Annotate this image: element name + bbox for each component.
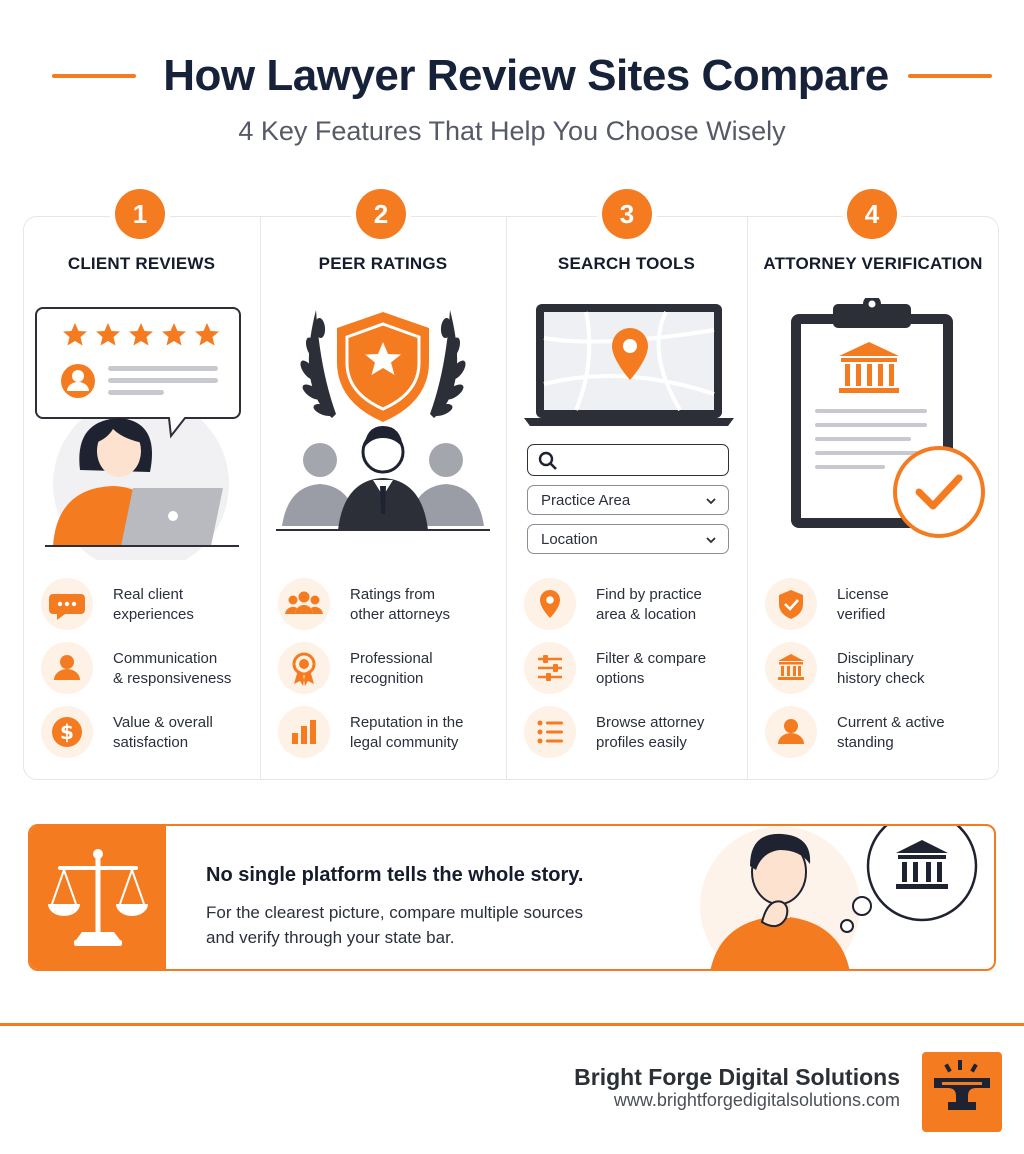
- column-title: CLIENT REVIEWS: [67, 254, 216, 273]
- column-attorney-verification: 4 ATTORNEY VERIFICATION: [747, 189, 999, 780]
- column-peer-ratings: 2 PEER RATINGS: [260, 189, 506, 780]
- sliders-icon: [524, 642, 576, 694]
- column-title: PEER RATINGS: [318, 254, 448, 273]
- map-pin-icon: [524, 578, 576, 630]
- banner-headline: No single platform tells the whole story…: [206, 864, 584, 886]
- search-input[interactable]: [527, 444, 729, 476]
- brand-name: Bright Forge Digital Solutions: [574, 1064, 900, 1090]
- group-icon: [278, 578, 330, 630]
- step-badge: 3: [602, 189, 652, 239]
- step-badge: 2: [356, 189, 406, 239]
- header: How Lawyer Review Sites Compare: [0, 48, 1024, 104]
- column-divider: [260, 216, 261, 780]
- svg-text:$: $: [60, 720, 74, 744]
- courthouse-icon: [765, 642, 817, 694]
- callout-banner: No single platform tells the whole story…: [28, 824, 996, 971]
- laptop-map-icon: [524, 304, 734, 426]
- select-value: Location: [541, 531, 598, 548]
- person-icon: [41, 642, 93, 694]
- column-title: SEARCH TOOLS: [557, 254, 696, 273]
- person-with-laptop-and-five-star-review-icon: [35, 307, 241, 560]
- footer-rule: [0, 1023, 1024, 1026]
- column-title: ATTORNEY VERIFICATION: [763, 254, 983, 273]
- title-rule-right: [908, 74, 992, 78]
- chat-bubble-icon: [41, 578, 93, 630]
- award-ribbon-icon: [278, 642, 330, 694]
- anvil-logo-icon: [922, 1052, 1002, 1132]
- step-badge: 4: [847, 189, 897, 239]
- title-rule-left: [52, 74, 136, 78]
- search-icon: [538, 451, 557, 470]
- step-badge: 1: [115, 189, 165, 239]
- feature-item: Communication& responsiveness: [41, 642, 251, 696]
- thinking-person-with-courthouse-thought-icon: [700, 826, 978, 969]
- practice-area-select[interactable]: Practice Area: [527, 485, 729, 515]
- bar-chart-icon: [278, 706, 330, 758]
- banner-icon-panel: [30, 826, 166, 969]
- shield-check-icon: [765, 578, 817, 630]
- dollar-icon: $: [41, 706, 93, 758]
- page-subtitle: 4 Key Features That Help You Choose Wise…: [238, 116, 786, 146]
- column-divider: [747, 216, 748, 780]
- select-value: Practice Area: [541, 492, 631, 509]
- feature-text: Communication& responsiveness: [113, 650, 232, 687]
- column-search-tools: 3 SEARCH TOOLS Practice Area Location Fi…: [506, 189, 747, 780]
- page-title: How Lawyer Review Sites Compare: [163, 51, 889, 100]
- brand-url-link[interactable]: www.brightforgedigitalsolutions.com: [613, 1090, 900, 1110]
- banner-body: For the clearest picture, compare multip…: [206, 903, 583, 947]
- location-select[interactable]: Location: [527, 524, 729, 554]
- list-icon: [524, 706, 576, 758]
- person-icon: [765, 706, 817, 758]
- scales-of-justice-icon: [48, 849, 148, 946]
- chevron-down-icon: [706, 498, 716, 505]
- shield-with-laurels-and-attorneys-icon: [276, 310, 490, 531]
- chevron-down-icon: [706, 537, 716, 544]
- column-divider: [506, 216, 507, 780]
- clipboard-with-courthouse-and-checkmark-icon: [791, 298, 985, 538]
